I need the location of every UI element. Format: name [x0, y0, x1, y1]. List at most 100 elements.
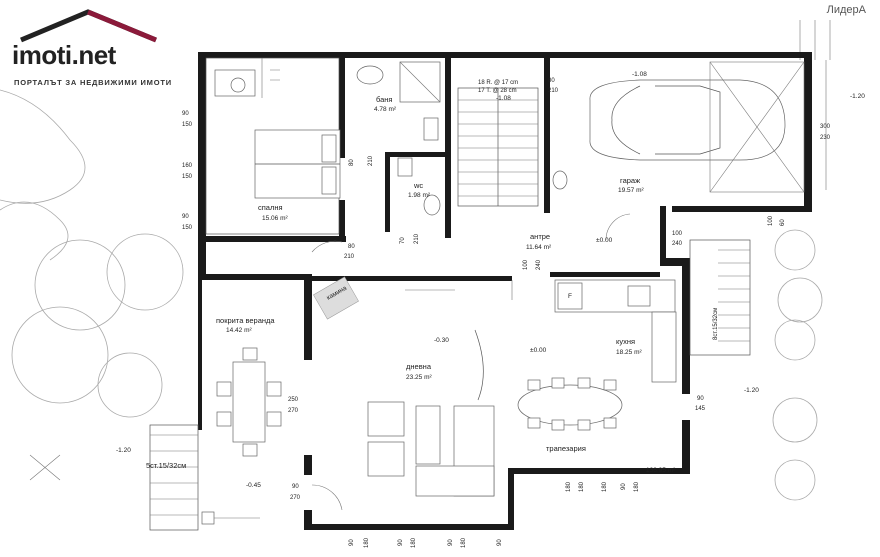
- dining-chair: [551, 419, 565, 431]
- dim: 100: [768, 215, 774, 226]
- fridge-label: F: [568, 293, 572, 300]
- dim: 60: [780, 219, 786, 226]
- logo: imoti.net ПОРТАЛЪТ ЗА НЕДВИЖИМИ ИМОТИ: [6, 8, 196, 88]
- room-name-bath: баня: [376, 95, 393, 104]
- room-area-garage: 19.57 m²: [618, 187, 644, 194]
- dining-chair: [603, 417, 617, 429]
- logo-tagline: ПОРТАЛЪТ ЗА НЕДВИЖИМИ ИМОТИ: [14, 78, 172, 87]
- dim: 230: [820, 135, 831, 141]
- level-veranda: -0.45: [246, 482, 261, 489]
- dim: 180: [364, 537, 370, 548]
- dimension-labels: 90 150 160 150 90 150 80 210 70 210 80 2…: [182, 78, 831, 548]
- room-name-wc: wc: [413, 181, 423, 190]
- room-name-garage: гараж: [620, 176, 640, 185]
- dim: 270: [288, 408, 299, 414]
- stair-note-treads: 17 T. @ 28 cm: [478, 88, 517, 94]
- dim: 210: [368, 155, 374, 166]
- bath-fixtures: [356, 61, 441, 216]
- bedroom-furniture: [214, 58, 341, 199]
- living-furniture: [313, 276, 495, 497]
- front-staircase: [149, 424, 199, 531]
- stair-notes: 18 R. @ 17 cm 17 T. @ 28 cm 8ст.15/32см …: [146, 80, 719, 470]
- dim: 150: [182, 225, 193, 231]
- dim: 210: [344, 254, 355, 260]
- dim: 70: [400, 237, 406, 244]
- side-staircase: [689, 239, 751, 356]
- dim: 150: [182, 174, 193, 180]
- dim: 90: [621, 483, 627, 490]
- level-left-yard: -1.20: [116, 447, 131, 454]
- dim: 180: [602, 481, 608, 492]
- dining-chair: [577, 377, 591, 389]
- stair-note-front: 5ст.15/32см: [146, 461, 186, 470]
- level-right-mid: -1.20: [744, 387, 759, 394]
- dining-chair: [603, 379, 617, 391]
- room-name-living: дневна: [406, 362, 432, 371]
- dim: 90: [349, 539, 355, 546]
- room-area-wc: 1.98 m²: [408, 192, 431, 199]
- dim: 180: [634, 481, 640, 492]
- room-area-veranda: 14.42 m²: [226, 327, 252, 334]
- dim: 270: [290, 495, 301, 501]
- room-area-bedroom: 15.06 m²: [262, 215, 288, 222]
- dim: 90: [697, 396, 704, 402]
- dining-table: [517, 377, 623, 431]
- dining-chair: [551, 377, 565, 389]
- room-name-hall: антре: [530, 232, 550, 241]
- dim: 210: [548, 88, 559, 94]
- dim: 90: [182, 214, 189, 220]
- logo-wordmark: imoti.net: [12, 40, 116, 70]
- stair-note-side: 8ст.15/32см: [713, 308, 719, 340]
- room-area-living: 23.25 m²: [406, 374, 432, 381]
- dim: 80: [349, 159, 355, 166]
- dim: 210: [414, 233, 420, 244]
- room-area-kitchen: 18.25 m²: [616, 349, 642, 356]
- dim: 90: [182, 111, 189, 117]
- dining-chair: [577, 419, 591, 431]
- room-name-kitchen: кухня: [616, 337, 635, 346]
- walls: [198, 52, 812, 530]
- dim: 160: [182, 163, 193, 169]
- dim: 180: [461, 537, 467, 548]
- stair-note-risers: 18 R. @ 17 cm: [478, 80, 518, 86]
- dim: 80: [548, 78, 555, 84]
- level-right-top: -1.20: [850, 93, 865, 100]
- level-garage: -1.08: [632, 71, 647, 78]
- kitchen-fixtures: [554, 279, 677, 383]
- room-name-bedroom: спалня: [258, 203, 283, 212]
- level-marks: ±0.00 -1.08 -1.08 ±0.00 -0.30 -0.45 -1.2…: [116, 71, 865, 489]
- inner-staircase: [457, 87, 539, 207]
- dim: 180: [579, 481, 585, 492]
- dining-chair: [527, 379, 541, 391]
- dim: 180: [411, 537, 417, 548]
- brand-watermark: ЛидерА: [826, 4, 866, 16]
- house-roof-icon: [20, 9, 157, 43]
- total-area: 138.95 m²: [646, 467, 676, 474]
- dim: 300: [820, 124, 831, 130]
- room-name-veranda: покрита веранда: [216, 316, 275, 325]
- dim: 80: [348, 244, 355, 250]
- dining-chair: [527, 417, 541, 429]
- dim: 90: [398, 539, 404, 546]
- level-living: -0.30: [434, 337, 449, 344]
- veranda-dining: [201, 347, 282, 525]
- level-kitchen: ±0.00: [530, 347, 547, 354]
- dim: 100: [523, 259, 529, 270]
- dim: 150: [182, 122, 193, 128]
- dim: 250: [288, 397, 299, 403]
- dim: 240: [536, 259, 542, 270]
- dim: 90: [448, 539, 454, 546]
- car-icon: [552, 61, 805, 193]
- dim: 100: [672, 231, 683, 237]
- dim: 90: [497, 539, 503, 546]
- room-area-hall: 11.64 m²: [526, 244, 552, 251]
- dim: 180: [566, 481, 572, 492]
- dim: 240: [672, 241, 683, 247]
- room-name-dining: трапезария: [546, 444, 586, 453]
- dim: 145: [695, 406, 706, 412]
- room-area-bath: 4.78 m²: [374, 106, 397, 113]
- level-stair: -1.08: [496, 95, 511, 102]
- dim: 90: [292, 484, 299, 490]
- level-hall: ±0.00: [596, 237, 613, 244]
